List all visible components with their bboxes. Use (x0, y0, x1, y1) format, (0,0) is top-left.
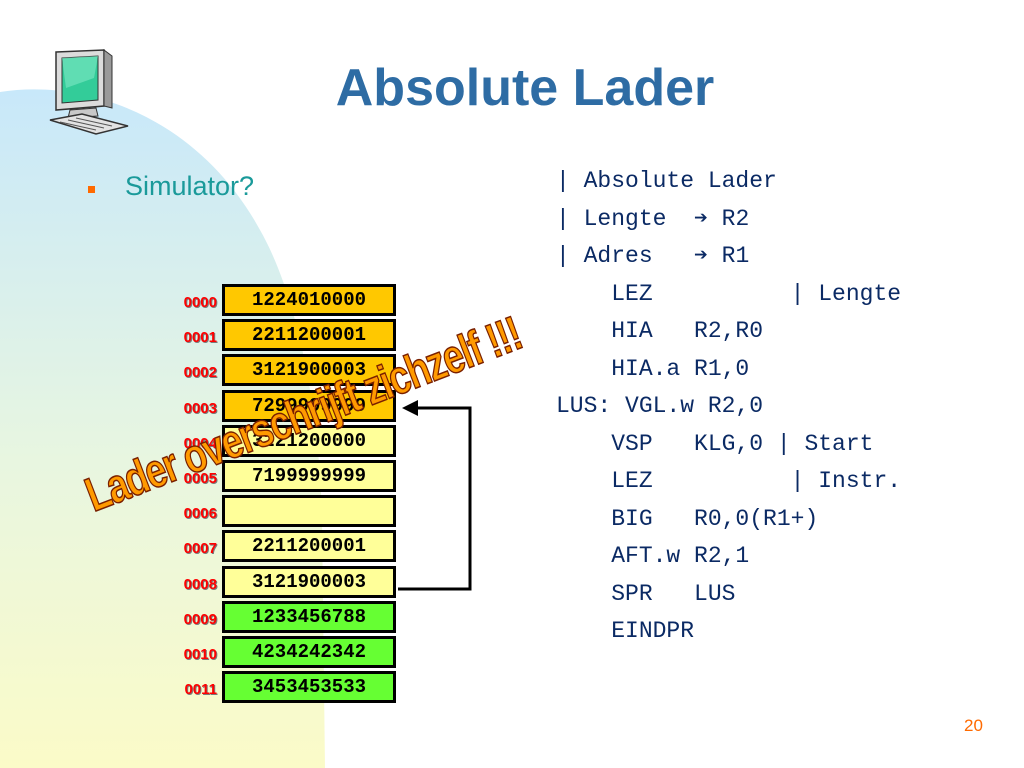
memory-address-label: 0006 (183, 505, 217, 523)
code-line: LEZ | Instr. (556, 468, 902, 494)
memory-address-label: 0010 (183, 646, 217, 663)
code-line: SPR LUS (556, 580, 736, 607)
computer-icon (49, 49, 129, 135)
code-line: EINDPR (556, 618, 695, 644)
memory-cell: 2211200001 (222, 530, 396, 563)
memory-address-label: 0002 (183, 364, 217, 382)
code-line: LUS: VGL.w R2,0 (556, 393, 764, 419)
memory-cell: 3453453533 (222, 671, 396, 704)
memory-cell: 3121900003 (222, 565, 396, 598)
code-line: | Adres ➔ R1 (556, 243, 750, 269)
code-line: BIG R0,0(R1+) (556, 505, 819, 532)
code-line: AFT.w R2,1 (556, 543, 750, 569)
code-line: HIA.a R1,0 (556, 355, 750, 382)
page-number: 20 (964, 716, 983, 735)
memory-cell: 7199999999 (222, 460, 396, 492)
bullet-text: Simulator? (125, 171, 255, 201)
memory-cell: 1233456788 (222, 600, 396, 633)
bullet-square-icon (88, 186, 95, 193)
memory-cell: 3221200000 (222, 424, 396, 457)
memory-address-label: 0001 (183, 329, 217, 347)
memory-address-label: 0008 (183, 575, 217, 593)
memory-address-label: 0011 (184, 681, 217, 699)
memory-address-label: 0000 (183, 294, 217, 311)
code-line: | Lengte ➔ R2 (556, 205, 750, 232)
memory-cell: 7299999999 (222, 389, 396, 422)
memory-cell: 3121900003 (222, 354, 396, 387)
assembly-code: | Absolute Lader | Lengte ➔ R2 | Adres ➔… (556, 163, 901, 651)
memory-cell: 1224010000 (222, 284, 396, 316)
code-line: | Absolute Lader (556, 168, 777, 194)
memory-address-label: 0005 (183, 470, 217, 487)
slide-title: Absolute Lader (335, 59, 715, 117)
memory-address-label: 0007 (183, 540, 217, 558)
memory-cell (222, 495, 396, 528)
code-line: HIA R2,R0 (556, 318, 764, 344)
memory-cell: 4234242342 (222, 636, 396, 668)
memory-address-label: 0009 (183, 610, 217, 628)
code-line: LEZ | Lengte (556, 280, 902, 307)
memory-address-label: 0004 (183, 434, 217, 452)
code-line: VSP KLG,0 | Start (556, 430, 874, 457)
memory-address-label: 0003 (183, 399, 217, 417)
memory-cell: 2211200001 (222, 319, 396, 352)
